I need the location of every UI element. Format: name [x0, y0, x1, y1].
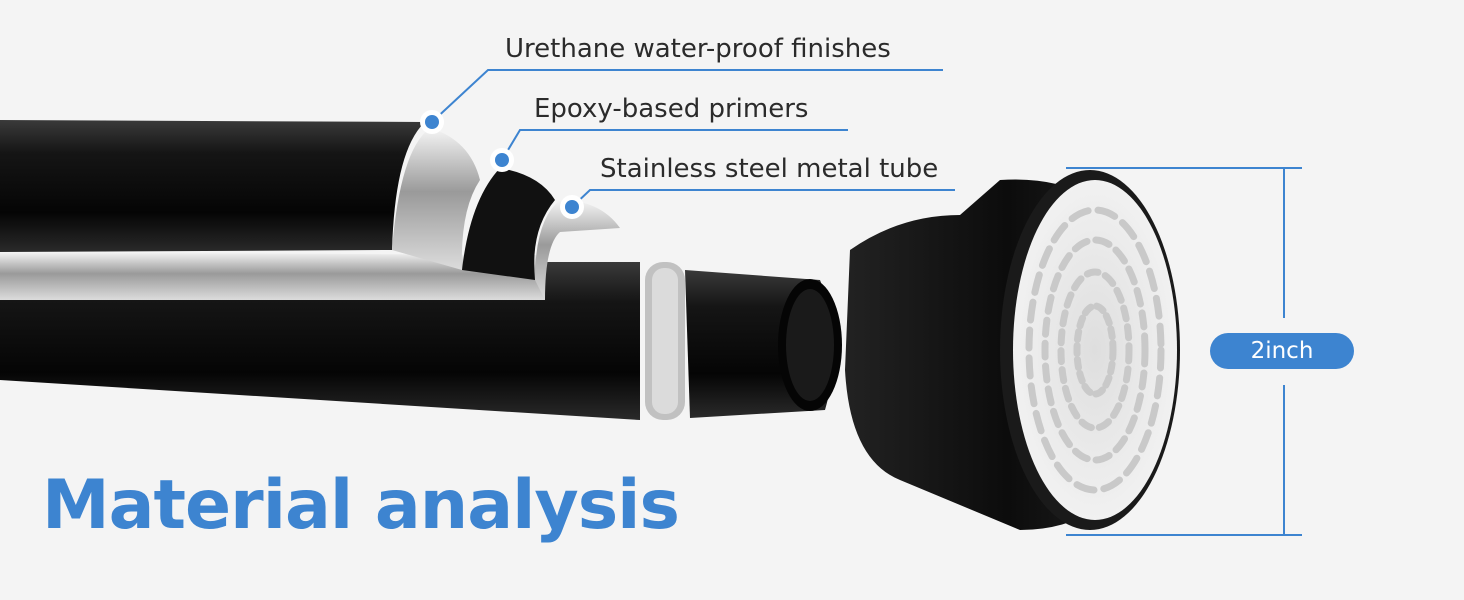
- dimension-badge: 2inch: [1210, 333, 1354, 369]
- dimension-bracket: [1066, 167, 1302, 536]
- inner-shell: [462, 168, 555, 280]
- page-title: Material analysis: [42, 466, 680, 545]
- callout-steel-label: Stainless steel metal tube: [600, 154, 939, 184]
- callout-urethane-label: Urethane water-proof finishes: [505, 34, 891, 64]
- inner-steel-sleeve: [535, 200, 620, 300]
- end-cap-pad: [1013, 180, 1177, 520]
- rod-body: [0, 262, 640, 420]
- steel-stripe: [0, 252, 545, 300]
- dimension-label: 2inch: [1250, 338, 1314, 364]
- pad-texture: [1025, 206, 1165, 494]
- callout-epoxy-label: Epoxy-based primers: [534, 94, 809, 124]
- callout-dots: [420, 110, 584, 219]
- middle-shell: [392, 128, 480, 270]
- leader-steel: [571, 189, 955, 208]
- outer-shell: [0, 120, 425, 252]
- leader-urethane: [431, 69, 943, 123]
